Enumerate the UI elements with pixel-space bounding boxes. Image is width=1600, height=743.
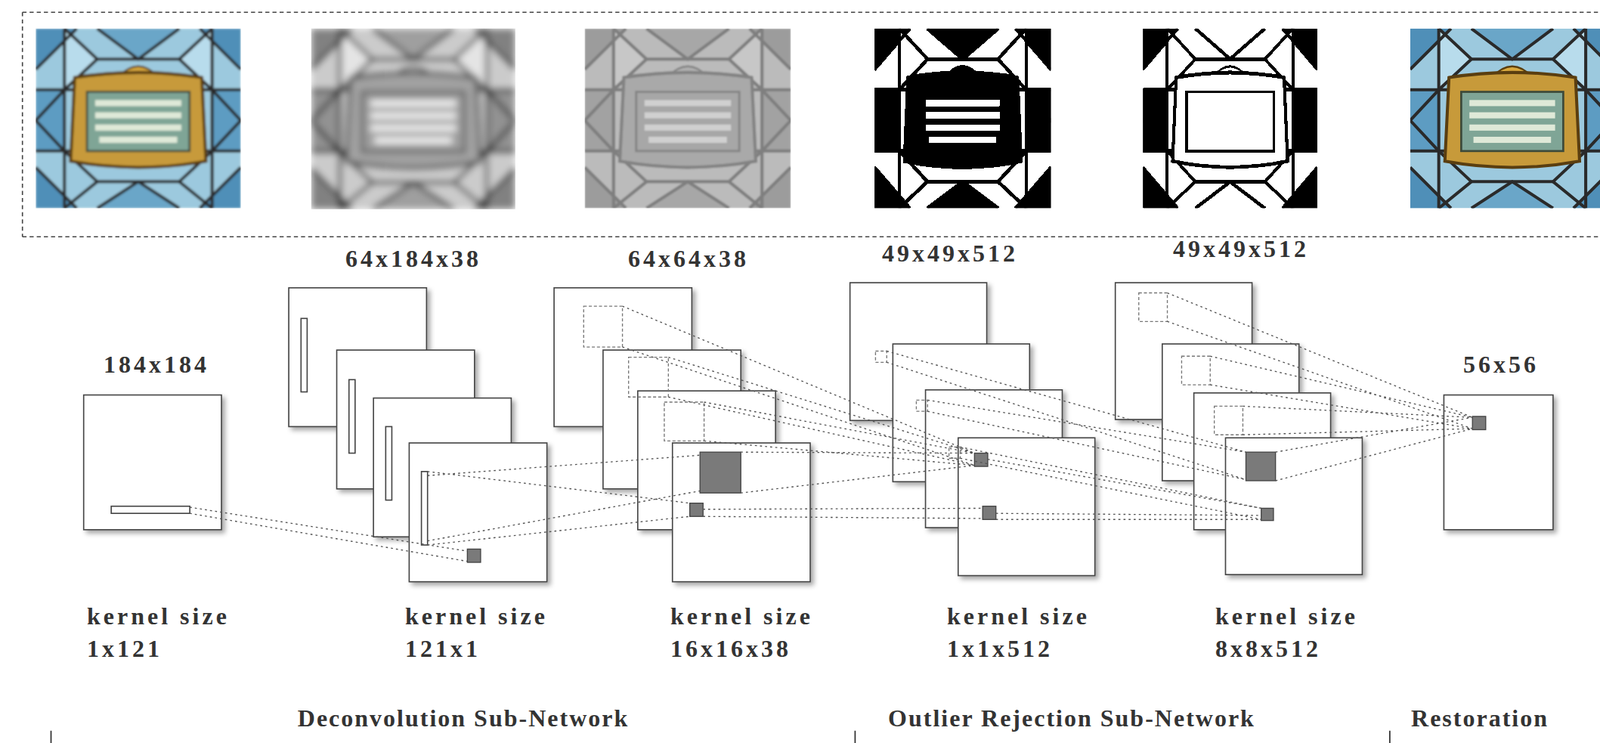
output-unit xyxy=(982,506,997,520)
section-title: Deconvolution Sub-Network xyxy=(297,702,629,734)
example-image xyxy=(35,28,241,209)
kernel-window xyxy=(421,471,428,545)
dashed-kernel xyxy=(875,350,887,363)
kernel-label: kernel size 121x1 xyxy=(405,600,568,666)
kernel-window xyxy=(385,426,392,500)
projection-line xyxy=(987,459,1262,520)
feature-map xyxy=(1225,437,1363,575)
dashed-kernel xyxy=(628,357,669,398)
dashed-kernel xyxy=(916,399,928,412)
feature-map xyxy=(958,437,1096,576)
dimension-label: 56x56 xyxy=(1463,349,1539,380)
output-unit xyxy=(1246,451,1276,481)
output-unit xyxy=(699,451,741,493)
output-unit xyxy=(690,503,704,517)
kernel-label: kernel size 1x1x512 xyxy=(947,600,1110,666)
kernel-label: kernel size 16x16x38 xyxy=(670,600,833,666)
dimension-label: 64x184x38 xyxy=(345,243,482,274)
feature-map xyxy=(1443,395,1553,530)
example-image xyxy=(584,28,792,209)
section-title: Restoration xyxy=(1411,702,1549,734)
dashed-kernel xyxy=(1138,293,1168,322)
example-image xyxy=(35,28,241,209)
projection-line xyxy=(1167,293,1474,481)
dimension-label: 64x64x38 xyxy=(628,243,749,274)
kernel-window xyxy=(300,318,307,392)
output-unit xyxy=(1261,507,1274,520)
example-image xyxy=(874,28,1052,209)
projection-line xyxy=(189,507,468,562)
output-unit xyxy=(1472,416,1486,431)
projection-line xyxy=(189,293,1473,562)
projection-line xyxy=(886,350,1261,520)
section-title: Outlier Rejection Sub-Network xyxy=(888,702,1256,734)
dashed-kernel xyxy=(664,402,705,441)
dimension-label: 49x49x512 xyxy=(882,238,1019,269)
feature-map xyxy=(672,442,811,582)
example-image xyxy=(311,28,516,210)
section-tick xyxy=(51,730,1390,743)
dimension-label: 49x49x512 xyxy=(1172,233,1310,264)
dashed-kernel xyxy=(583,306,623,347)
example-image xyxy=(874,28,1052,209)
kernel-label: kernel size 8x8x512 xyxy=(1215,600,1378,666)
example-image xyxy=(1410,28,1600,209)
feature-map xyxy=(408,442,547,582)
output-unit xyxy=(467,416,1486,563)
dashed-frame xyxy=(22,12,1600,237)
example-image xyxy=(311,28,516,210)
dashed-kernel xyxy=(1181,355,1211,385)
projection-line xyxy=(702,451,983,519)
dashed-kernel xyxy=(1214,405,1244,435)
example-image xyxy=(584,28,792,209)
output-unit xyxy=(974,453,988,468)
example-image xyxy=(35,28,241,209)
example-image xyxy=(311,28,516,210)
feature-map xyxy=(83,282,1554,582)
example-image xyxy=(1142,28,1318,209)
projection-line xyxy=(427,454,700,545)
example-image xyxy=(874,28,1052,209)
kernel-window xyxy=(111,506,190,514)
example-image xyxy=(35,28,1600,210)
example-image xyxy=(584,28,792,209)
kernel-label: kernel size 1x121 xyxy=(86,600,250,666)
output-unit xyxy=(467,548,481,563)
section-tick xyxy=(51,730,1390,743)
dashed-frame xyxy=(22,12,1600,237)
example-image xyxy=(1142,28,1318,209)
kernel-window xyxy=(349,379,356,453)
dimension-label: 184x184 xyxy=(103,349,210,380)
projection-line xyxy=(622,306,975,466)
example-image xyxy=(1142,28,1318,209)
example-image xyxy=(1410,28,1600,209)
